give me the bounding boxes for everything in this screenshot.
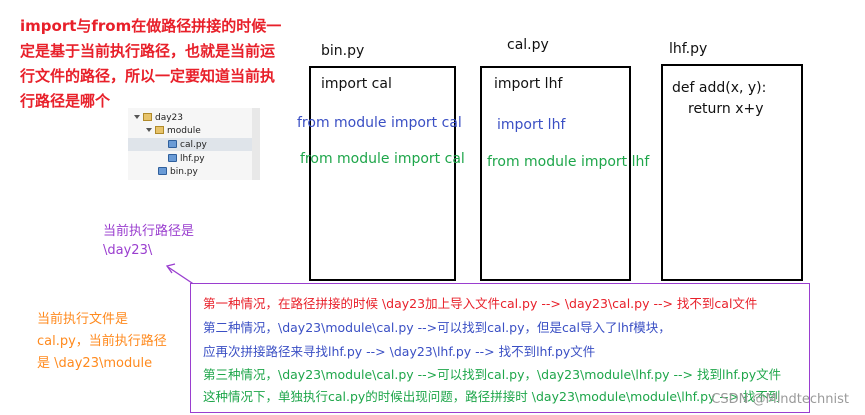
python-file-icon (158, 167, 167, 175)
tree-item-day23[interactable]: day23 (134, 112, 183, 124)
bin-file-box (309, 66, 456, 281)
orange-note-line: cal.py，当前执行路径 (37, 334, 167, 349)
intro-line: 行文件的路径，所以一定要知道当前执 (20, 67, 276, 85)
lhf-code-line: return x+y (688, 101, 764, 117)
case-line: 应再次拼接路径来寻找lhf.py --> \day23\lhf.py --> 找… (203, 344, 596, 359)
cal-file-box (480, 66, 631, 281)
cal-code-line: import lhf (494, 76, 563, 92)
bin-code-line: from module import cal (297, 115, 462, 131)
lhf-code-line: def add(x, y): (672, 80, 767, 96)
folder-icon (155, 126, 164, 134)
case-line: 第一种情况，在路径拼接的时候 \day23加上导入文件cal.py --> \d… (203, 296, 758, 311)
tree-selection-highlight (128, 138, 252, 151)
expand-arrow-icon (134, 115, 140, 119)
pointer-arrow-icon (165, 263, 196, 286)
intro-line: import与from在做路径拼接的时候一 (20, 17, 282, 35)
case-line: 第二种情况，\day23\module\cal.py -->可以找到cal.py… (203, 320, 671, 335)
orange-note-line: 当前执行文件是 (37, 312, 129, 327)
tree-item-bin[interactable]: bin.py (158, 166, 198, 178)
tree-item-module[interactable]: module (146, 125, 201, 137)
folder-icon (143, 113, 152, 121)
lhf-file-box (661, 64, 803, 281)
intro-line: 行路径是哪个 (20, 92, 111, 110)
orange-note-line: 是 \day23\module (37, 356, 153, 371)
intro-text: import与from在做路径拼接的时候一 定是基于当前执行路径，也就是当前运 … (20, 14, 290, 114)
explanation-box: 第一种情况，在路径拼接的时候 \day23加上导入文件cal.py --> \d… (190, 283, 810, 413)
python-file-icon (168, 140, 177, 148)
intro-line: 定是基于当前执行路径，也就是当前运 (20, 42, 276, 60)
purple-note-line: 当前执行路径是 (103, 224, 195, 239)
bin-file-title: bin.py (321, 43, 365, 59)
lhf-file-title: lhf.py (669, 41, 708, 57)
tree-item-cal[interactable]: cal.py (168, 139, 207, 151)
tree-item-lhf[interactable]: lhf.py (168, 153, 205, 165)
purple-note-line: \day23\ (103, 243, 153, 258)
python-file-icon (168, 154, 177, 162)
bin-code-line: from module import cal (300, 151, 465, 167)
tree-scrollbar[interactable] (252, 108, 260, 180)
cal-file-title: cal.py (507, 37, 549, 53)
expand-arrow-icon (146, 128, 152, 132)
cal-code-line: import lhf (497, 117, 566, 133)
bin-code-line: import cal (321, 76, 392, 92)
file-tree: day23 module cal.py lhf.py bin.py (128, 108, 260, 180)
watermark: CSDN @Mindtechnist (711, 392, 849, 407)
case-line: 这种情况下，单独执行cal.py的时候出现问题，路径拼接时 \day23\mod… (203, 389, 781, 404)
cal-code-line: from module import lhf (487, 154, 650, 170)
case-line: 第三种情况，\day23\module\cal.py -->可以找到cal.py… (203, 367, 782, 382)
